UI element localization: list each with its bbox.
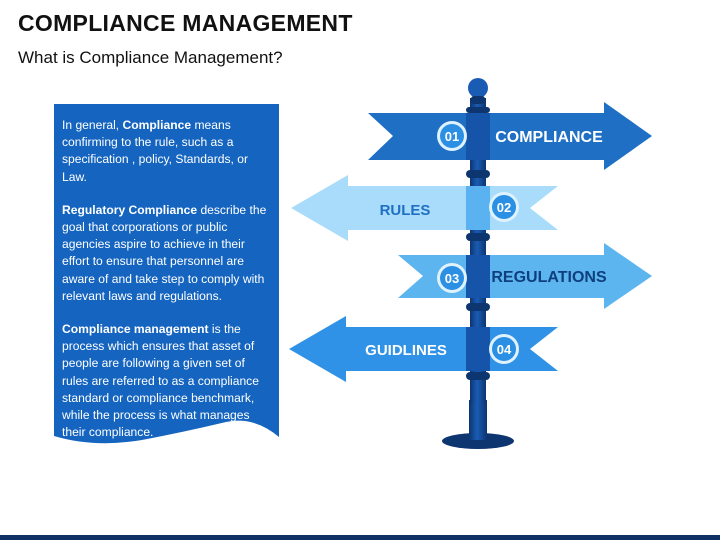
sign-02-collar <box>466 186 490 230</box>
sign-03-number: 03 <box>445 271 459 286</box>
post-ring <box>466 303 490 311</box>
bottom-bar <box>0 535 720 540</box>
info-card-background <box>54 104 279 444</box>
paragraph-body: describe the goal that corporations or p… <box>62 202 267 303</box>
sign-02-label: RULES <box>380 202 431 219</box>
paragraph-body: means confirming to the rule, such as a … <box>62 118 248 184</box>
paragraph-compliance-management: Compliance management is the process whi… <box>62 321 274 441</box>
sign-01-number: 01 <box>445 129 459 144</box>
term-compliance-management: Compliance management <box>62 322 209 337</box>
post-finial <box>468 78 488 98</box>
paragraph-compliance: In general, Compliance means confirming … <box>62 117 274 186</box>
sign-04-number: 04 <box>497 342 512 357</box>
post-ring <box>466 170 490 178</box>
sign-01-label: COMPLIANCE <box>495 129 603 146</box>
sign-03-arrow <box>398 243 652 309</box>
post-finial-neck <box>471 96 485 104</box>
sign-04-collar <box>466 327 490 371</box>
info-card-text: In general, Compliance means confirming … <box>62 117 274 457</box>
term-regulatory-compliance: Regulatory Compliance <box>62 202 198 217</box>
sign-02-badge: 02 <box>489 192 519 222</box>
post-ring <box>466 372 490 380</box>
sign-02-number: 02 <box>497 200 511 215</box>
sign-03-label: REGULATIONS <box>491 269 607 286</box>
page-title: COMPLIANCE MANAGEMENT <box>18 10 353 36</box>
post-ring <box>466 233 490 241</box>
post-ring <box>466 107 490 113</box>
info-card: In general, Compliance means confirming … <box>54 104 279 444</box>
post-base <box>442 433 514 449</box>
paragraph-body: is the process which ensures that asset … <box>62 322 259 440</box>
sign-04-label: GUIDLINES <box>365 342 447 359</box>
sign-04-badge: 04 <box>489 334 519 364</box>
sign-02-arrow <box>291 175 558 241</box>
post-foot <box>469 400 487 440</box>
sign-01-collar <box>466 113 490 160</box>
term-compliance: Compliance <box>122 118 192 132</box>
sign-03-badge: 03 <box>437 263 467 293</box>
paragraph-lead: In general, <box>62 118 123 132</box>
paragraph-regulatory-compliance: Regulatory Compliance describe the goal … <box>62 202 274 305</box>
page-subtitle: What is Compliance Management? <box>18 48 283 67</box>
sign-01-badge: 01 <box>437 121 467 151</box>
sign-03-collar <box>466 255 490 298</box>
sign-01-arrow <box>368 102 652 170</box>
sign-04-arrow <box>289 316 558 382</box>
